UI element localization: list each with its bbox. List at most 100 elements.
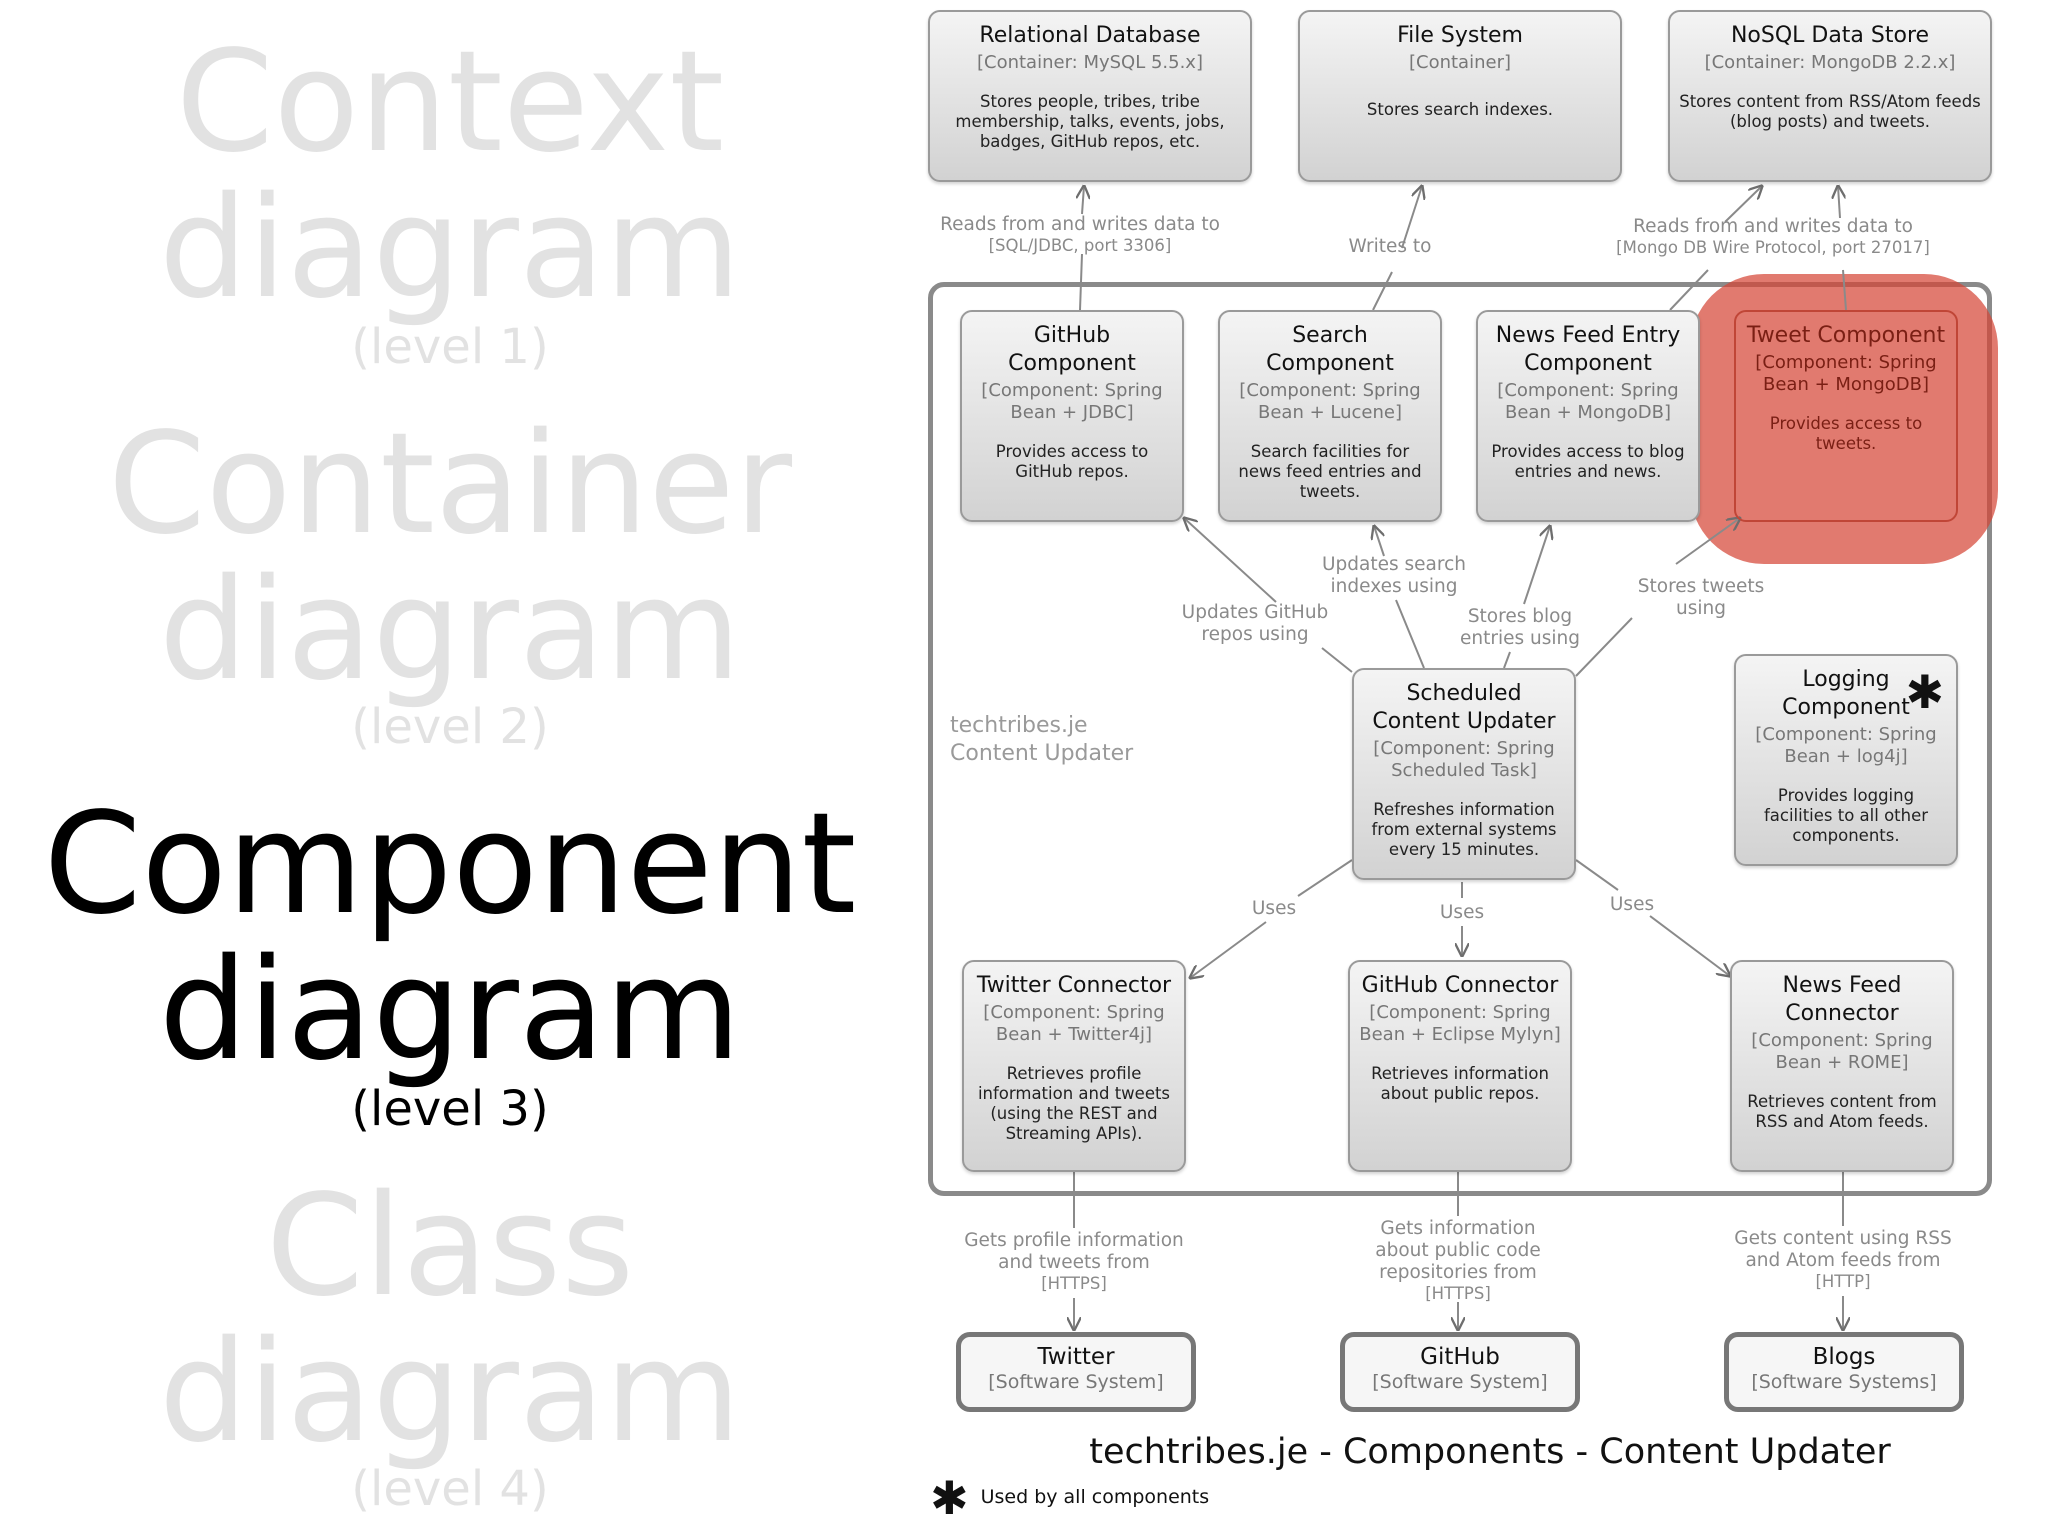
newsfeed-connector-tech: [Component: Spring Bean + ROME] bbox=[1751, 1030, 1933, 1073]
relation-protocol: [Mongo DB Wire Protocol, port 27017] bbox=[1616, 238, 1930, 257]
level-4-title-line1: Class bbox=[265, 1165, 635, 1328]
relation-text: Gets profile information and tweets from bbox=[964, 1230, 1184, 1273]
newsfeed-component-tech: [Component: Spring Bean + MongoDB] bbox=[1497, 380, 1679, 423]
relational-database-name: Relational Database bbox=[979, 23, 1201, 48]
level-4-subtitle: (level 4) bbox=[351, 1461, 549, 1517]
tweet-component-tech: [Component: Spring Bean + MongoDB] bbox=[1755, 352, 1937, 395]
nosql-store-desc: Stores content from RSS/Atom feeds (blog… bbox=[1679, 92, 1981, 131]
relation-text: Updates search indexes using bbox=[1322, 554, 1466, 597]
level-3-title-line2: diagram bbox=[158, 929, 742, 1092]
twitter-connector-desc: Retrieves profile information and tweets… bbox=[977, 1064, 1171, 1143]
level-4-title-line2: diagram bbox=[158, 1311, 742, 1474]
newsfeed-connector-desc: Retrieves content from RSS and Atom feed… bbox=[1747, 1092, 1937, 1131]
nosql-store-box[interactable]: NoSQL Data Store [Container: MongoDB 2.2… bbox=[1668, 10, 1992, 182]
relation-label-github-ext: Gets information about public code repos… bbox=[1364, 1218, 1552, 1304]
relation-label-mongo: Reads from and writes data to [Mongo DB … bbox=[1600, 216, 1946, 258]
line-tweet-to-nosql bbox=[1838, 186, 1846, 311]
level-2-title-line1: Container bbox=[107, 403, 793, 566]
blogs-system-name: Blogs bbox=[1812, 1344, 1876, 1370]
relation-protocol: [HTTPS] bbox=[1425, 1284, 1491, 1303]
file-system-desc: Stores search indexes. bbox=[1366, 100, 1554, 119]
relation-label-search-fs: Writes to bbox=[1330, 236, 1450, 258]
boundary-label: techtribes.je Content Updater bbox=[950, 712, 1210, 768]
line-updater-to-twitter-connector bbox=[1190, 859, 1353, 978]
twitter-system-box[interactable]: Twitter [Software System] bbox=[956, 1332, 1196, 1412]
relational-database-desc: Stores people, tribes, tribe membership,… bbox=[955, 92, 1225, 151]
newsfeed-component-name: News Feed Entry Component bbox=[1495, 323, 1681, 376]
relation-protocol: [HTTPS] bbox=[1041, 1274, 1107, 1293]
relation-label-blogs-ext: Gets content using RSS and Atom feeds fr… bbox=[1730, 1228, 1956, 1292]
github-system-box[interactable]: GitHub [Software System] bbox=[1340, 1332, 1580, 1412]
logging-component-tech: [Component: Spring Bean + log4j] bbox=[1755, 724, 1937, 767]
relation-label-uses-github: Uses bbox=[1432, 902, 1492, 924]
github-connector-desc: Retrieves information about public repos… bbox=[1371, 1064, 1549, 1103]
line-updater-to-search bbox=[1374, 526, 1425, 669]
twitter-connector-box[interactable]: Twitter Connector [Component: Spring Bea… bbox=[962, 960, 1186, 1172]
logging-component-box[interactable]: ✱ Logging Component [Component: Spring B… bbox=[1734, 654, 1958, 866]
line-updater-to-newsfeed bbox=[1503, 526, 1550, 669]
diagram-title: techtribes.je - Components - Content Upd… bbox=[1089, 1432, 1891, 1472]
file-system-box[interactable]: File System [Container] Stores search in… bbox=[1298, 10, 1622, 182]
github-component-box[interactable]: GitHub Component [Component: Spring Bean… bbox=[960, 310, 1184, 522]
relation-text: Uses bbox=[1251, 898, 1297, 919]
relation-label-update-github: Updates GitHub repos using bbox=[1176, 602, 1334, 646]
boundary-label-line2: Content Updater bbox=[950, 741, 1134, 766]
relation-protocol: [HTTP] bbox=[1815, 1272, 1871, 1291]
relation-text: Updates GitHub repos using bbox=[1181, 602, 1329, 645]
newsfeed-component-desc: Provides access to blog entries and news… bbox=[1491, 442, 1685, 481]
blogs-system-tech: [Software Systems] bbox=[1751, 1371, 1937, 1393]
line-newsfeed-to-nosql bbox=[1669, 186, 1762, 311]
boundary-label-line1: techtribes.je bbox=[950, 713, 1088, 738]
search-component-box[interactable]: Search Component [Component: Spring Bean… bbox=[1218, 310, 1442, 522]
relation-label-store-tweets: Stores tweets using bbox=[1636, 576, 1766, 620]
scheduled-updater-name: Scheduled Content Updater bbox=[1372, 681, 1556, 734]
level-2-title-line2: diagram bbox=[158, 549, 742, 712]
newsfeed-component-box[interactable]: News Feed Entry Component [Component: Sp… bbox=[1476, 310, 1700, 522]
twitter-connector-name: Twitter Connector bbox=[976, 973, 1172, 998]
tweet-component-box[interactable]: Tweet Component [Component: Spring Bean … bbox=[1734, 310, 1958, 522]
relation-text: Writes to bbox=[1348, 236, 1432, 257]
github-connector-box[interactable]: GitHub Connector [Component: Spring Bean… bbox=[1348, 960, 1572, 1172]
relation-label-store-blog: Stores blog entries using bbox=[1460, 606, 1580, 650]
nosql-store-name: NoSQL Data Store bbox=[1730, 23, 1930, 48]
line-updater-to-newsfeed-connector bbox=[1575, 859, 1730, 976]
search-component-name: Search Component bbox=[1266, 323, 1394, 376]
newsfeed-connector-box[interactable]: News Feed Connector [Component: Spring B… bbox=[1730, 960, 1954, 1172]
level-list: Context diagram (level 1) Container diag… bbox=[0, 0, 900, 1536]
relational-database-box[interactable]: Relational Database [Container: MySQL 5.… bbox=[928, 10, 1252, 182]
file-system-name: File System bbox=[1397, 23, 1523, 48]
scheduled-updater-tech: [Component: Spring Scheduled Task] bbox=[1373, 738, 1555, 781]
line-updater-to-tweet bbox=[1575, 518, 1740, 677]
level-1-subtitle: (level 1) bbox=[351, 319, 549, 375]
github-connector-name: GitHub Connector bbox=[1361, 973, 1559, 998]
all-components-star-icon: ✱ bbox=[1905, 665, 1944, 719]
line-search-to-fs bbox=[1372, 186, 1422, 311]
line-github-to-db bbox=[1080, 186, 1084, 311]
relation-label-uses-newsfeed: Uses bbox=[1602, 894, 1662, 916]
relation-text: Uses bbox=[1609, 894, 1655, 915]
tweet-component-desc: Provides access to tweets. bbox=[1769, 414, 1923, 453]
github-system-name: GitHub bbox=[1420, 1344, 1500, 1370]
scheduled-updater-desc: Refreshes information from external syst… bbox=[1371, 800, 1557, 859]
tweet-component-name: Tweet Component bbox=[1746, 323, 1946, 348]
footnote-text: Used by all components bbox=[980, 1486, 1210, 1508]
blogs-system-box[interactable]: Blogs [Software Systems] bbox=[1724, 1332, 1964, 1412]
search-component-tech: [Component: Spring Bean + Lucene] bbox=[1239, 380, 1421, 423]
github-system-tech: [Software System] bbox=[1372, 1371, 1548, 1393]
footnote: ✱ Used by all components bbox=[930, 1475, 1210, 1521]
relation-text: Reads from and writes data to bbox=[940, 214, 1220, 235]
star-icon: ✱ bbox=[930, 1470, 969, 1525]
relation-text: Gets information about public code repos… bbox=[1375, 1218, 1541, 1283]
github-component-desc: Provides access to GitHub repos. bbox=[995, 442, 1149, 481]
relational-database-tech: [Container: MySQL 5.5.x] bbox=[976, 52, 1203, 73]
relation-label-github-db: Reads from and writes data to [SQL/JDBC,… bbox=[930, 214, 1230, 256]
level-1-title-line1: Context bbox=[175, 21, 725, 184]
logging-component-name: Logging Component bbox=[1782, 667, 1910, 720]
github-component-name: GitHub Component bbox=[1008, 323, 1136, 376]
relation-label-update-search: Updates search indexes using bbox=[1322, 554, 1466, 598]
relation-text: Reads from and writes data to bbox=[1633, 216, 1913, 237]
level-3-subtitle: (level 3) bbox=[351, 1081, 549, 1137]
scheduled-updater-box[interactable]: Scheduled Content Updater [Component: Sp… bbox=[1352, 668, 1576, 880]
